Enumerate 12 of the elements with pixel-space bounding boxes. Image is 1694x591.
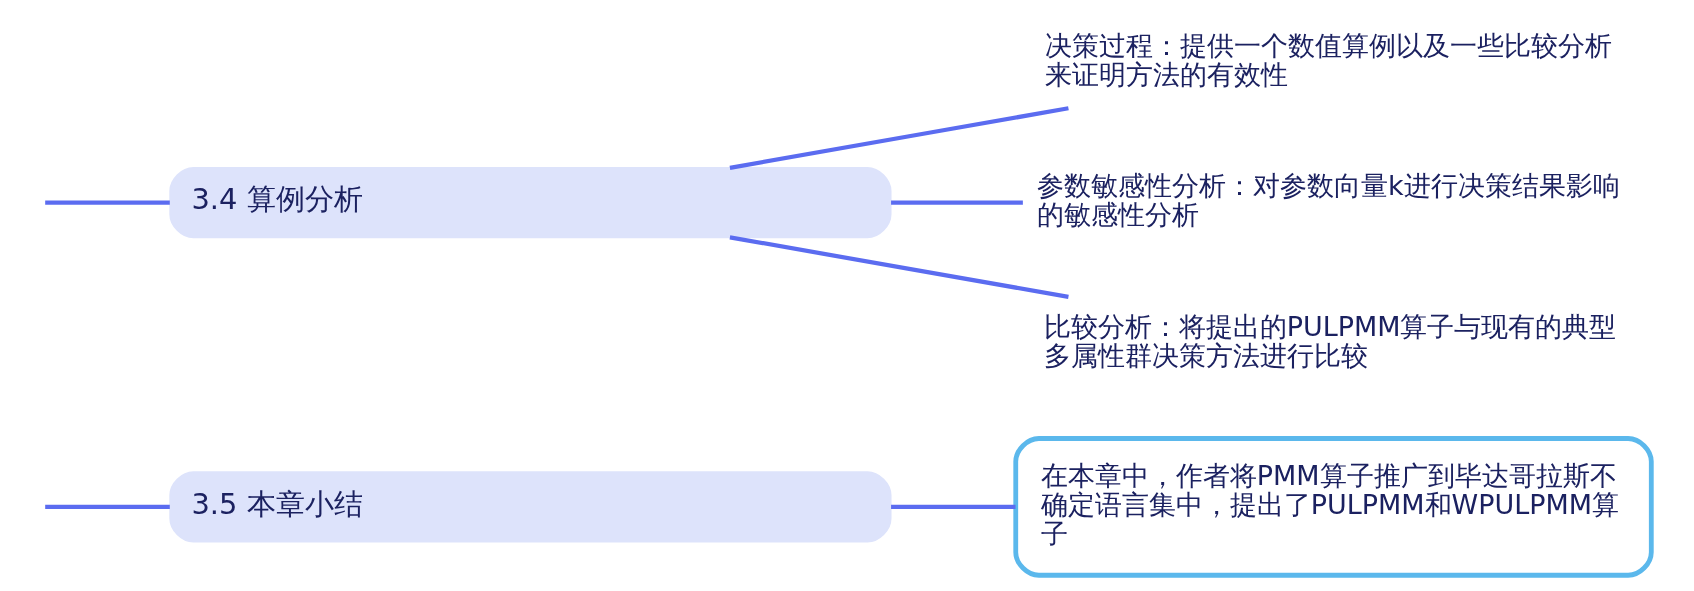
connector [729, 235, 1069, 299]
connector [44, 504, 170, 509]
node-box: 在本章中，作者将PMM算子推广到毕达哥拉斯不确定语言集中，提出了PULPMM和WPULPMM算子 [1012, 436, 1654, 578]
node-box: 3.4 算例分析 [168, 166, 892, 239]
connector [890, 200, 1023, 205]
node-box: 3.5 本章小结 [168, 471, 892, 543]
node-text: 比较分析：将提出的PULPMM算子与现有的典型多属性群决策方法进行比较 [1043, 310, 1616, 371]
connector [44, 200, 170, 205]
node-text: 参数敏感性分析：对参数向量k进行决策结果影响的敏感性分析 [1036, 170, 1620, 231]
connector [890, 504, 1015, 509]
node-text: 决策过程：提供一个数值算例以及一些比较分析来证明方法的有效性 [1044, 29, 1612, 90]
connector [729, 106, 1069, 170]
